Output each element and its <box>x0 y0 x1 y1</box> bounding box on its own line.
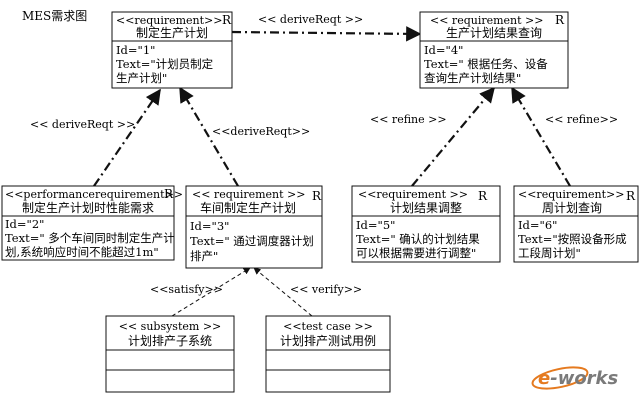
node-attr-text: Text=" 确认的计划结果 <box>356 232 480 246</box>
edge-derive-2-1: << deriveReqt >> <box>30 88 161 187</box>
node-name: 计划排产测试用例 <box>280 333 376 348</box>
node-attr-text-cont: 可以根据需要进行调整" <box>356 246 476 260</box>
node-name: 周计划查询 <box>542 201 602 215</box>
node-stereotype: <<test case >> <box>283 320 373 333</box>
node-name: 生产计划结果查询 <box>446 26 542 40</box>
node-frame <box>513 185 639 263</box>
requirement-r-mark: R <box>222 13 232 27</box>
requirement-node-5[interactable]: <<requirement >> R 计划结果调整 Id="5" Text=" … <box>351 185 501 263</box>
node-frame <box>111 11 233 89</box>
requirement-node-4[interactable]: << requirement >> R 生产计划结果查询 Id="4" Text… <box>419 11 569 89</box>
edge-label: << deriveReqt >> <box>30 118 135 131</box>
edge-satisfy-7-3: <<satisfy>> <box>150 267 251 317</box>
edge-line <box>171 267 251 317</box>
node-attr-id: Id="5" <box>356 218 395 232</box>
edge-refine-5-4: << refine >> <box>370 86 495 187</box>
edge-label: <<deriveReqt>> <box>212 125 310 138</box>
edge-label: << refine>> <box>545 113 618 126</box>
node-attr-text: Text="计划员制定 <box>116 57 214 71</box>
node-name: 制定生产计划 <box>136 25 208 40</box>
edge-line <box>93 88 161 187</box>
node-stereotype: <<requirement>> <box>116 14 223 27</box>
performance-requirement-node-2[interactable]: <<performancerequirement>> R 制定生产计划时性能需求… <box>1 185 183 261</box>
node-attr-id: Id="4" <box>424 43 463 57</box>
node-frame <box>419 11 569 89</box>
logo-text-e: e-works <box>538 368 619 389</box>
node-name: 制定生产计划时性能需求 <box>22 200 154 215</box>
node-attr-id: Id="2" <box>5 217 44 231</box>
node-attr-text-cont: 查询生产计划结果" <box>424 71 521 85</box>
node-attr-id: Id="6" <box>518 218 557 232</box>
requirement-r-mark: R <box>555 13 565 27</box>
diagram-title: MES需求图 <box>22 9 87 23</box>
node-frame <box>185 185 323 269</box>
node-attr-text: Text=" 多个车间同时制定生产计 <box>5 231 175 245</box>
node-attr-text-cont: 划,系统响应时间不能超过1m" <box>5 245 159 259</box>
node-stereotype: << subsystem >> <box>119 320 222 333</box>
node-stereotype: << requirement >> <box>430 14 544 27</box>
test-case-node-8[interactable]: <<test case >> 计划排产测试用例 <box>265 315 391 393</box>
node-stereotype: <<performancerequirement>> <box>5 188 183 201</box>
subsystem-node-7[interactable]: << subsystem >> 计划排产子系统 <box>105 315 235 393</box>
eworks-watermark-logo: e-works <box>531 366 619 390</box>
node-attr-text-cont: 工段周计划" <box>518 246 581 260</box>
requirement-r-mark: R <box>164 187 174 201</box>
requirement-r-mark: R <box>478 189 488 203</box>
node-stereotype: <<requirement>> <box>518 188 625 201</box>
edge-line <box>231 26 422 42</box>
node-name: 计划结果调整 <box>390 200 462 215</box>
edge-verify-8-3: << verify>> <box>253 267 362 317</box>
edge-line <box>253 267 313 317</box>
requirement-node-3[interactable]: << requirement >> R 车间制定生产计划 Id="3" Text… <box>185 185 323 269</box>
node-stereotype: << requirement >> <box>192 188 306 201</box>
node-frame <box>351 185 501 263</box>
node-attr-text-cont: 生产计划" <box>116 71 167 85</box>
node-attr-text: Text="按照设备形成 <box>518 232 627 246</box>
edge-line <box>411 86 495 187</box>
edge-derive-1-4: << deriveReqt >> <box>231 13 422 42</box>
logo-swoosh-icon <box>531 366 589 390</box>
requirement-r-mark: R <box>312 189 322 203</box>
edge-line <box>511 86 571 187</box>
edge-label: << deriveReqt >> <box>258 13 363 26</box>
node-attr-text: Text=" 根据任务、设备 <box>424 57 548 71</box>
node-attr-id: Id="3" <box>190 219 229 233</box>
node-stereotype: <<requirement >> <box>358 188 468 201</box>
node-frame <box>105 315 235 393</box>
node-attr-id: Id="1" <box>116 43 155 57</box>
node-frame <box>265 315 391 393</box>
edge-refine-6-4: << refine>> <box>511 86 618 187</box>
edge-label: << verify>> <box>290 283 362 296</box>
edge-derive-3-1: <<deriveReqt>> <box>179 86 310 187</box>
node-frame <box>1 185 175 261</box>
requirement-node-6[interactable]: <<requirement>> R 周计划查询 Id="6" Text="按照设… <box>513 185 639 263</box>
node-name: 计划排产子系统 <box>128 334 212 348</box>
edge-label: << refine >> <box>370 113 447 126</box>
node-name: 车间制定生产计划 <box>200 200 296 215</box>
node-attr-text: Text=" 通过调度器计划 <box>190 234 314 248</box>
edge-label: <<satisfy>> <box>150 283 223 296</box>
requirement-r-mark: R <box>626 189 636 203</box>
node-attr-text-cont: 排产" <box>190 249 218 263</box>
requirement-node-1[interactable]: <<requirement>> R 制定生产计划 Id="1" Text="计划… <box>111 11 233 89</box>
